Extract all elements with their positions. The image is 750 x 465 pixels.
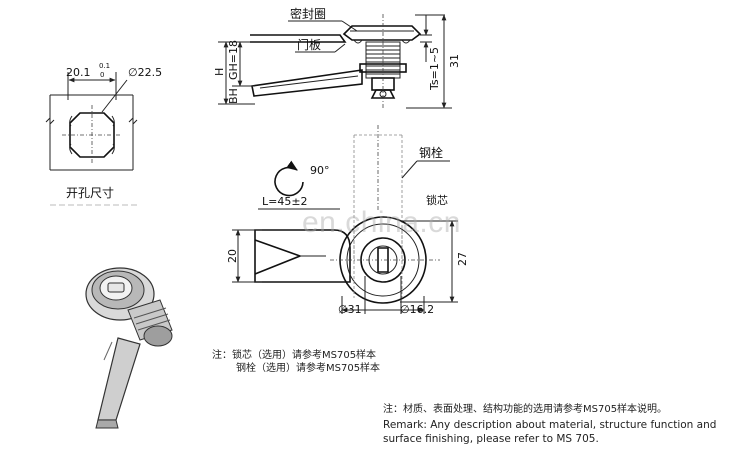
watermark-text: en.china.cn	[302, 206, 461, 239]
remark-chinese: 注：材质、表面处理、结构功能的选用请参考MS705样本说明。	[383, 404, 668, 415]
cam-arm	[251, 69, 363, 97]
cutout-tol-lower: 0	[100, 71, 104, 79]
cam-front	[254, 229, 351, 283]
dim-dia31: ∅31	[338, 303, 362, 316]
door-panel-label: 门板	[297, 37, 321, 52]
side-elevation: 密封圈 门板 H GH=18 BH	[213, 6, 461, 109]
dim-l: L=45±2	[262, 195, 308, 208]
note-steel-bolt: 钢栓（选用）请参考MS705样本	[236, 363, 381, 374]
front-view: 20 27 ∅31 ∅16.2	[226, 216, 469, 316]
dim-20: 20	[226, 249, 239, 263]
product-3d	[85, 267, 173, 429]
dim-27: 27	[456, 252, 469, 266]
dim-31-vertical: 31	[448, 54, 461, 68]
bolt-view: 钢栓 锁芯 90° L=45±2	[258, 125, 450, 262]
note-lock-core: 注：锁芯（选用）请参考MS705样本	[212, 350, 377, 361]
cutout-shape	[69, 112, 115, 158]
cutout-view: 20.1 0.1 0 ∅22.5 开孔尺寸	[45, 62, 162, 206]
cutout-size-label: 开孔尺寸	[66, 186, 114, 200]
dim-gh: GH=18	[227, 40, 240, 80]
steel-bolt-label: 钢栓	[419, 145, 443, 160]
lock-core-label: 锁芯	[426, 193, 448, 207]
dim-bh: BH	[227, 88, 240, 104]
cutout-width-dim: 20.1	[66, 66, 91, 79]
cutout-tol-upper: 0.1	[99, 62, 110, 70]
dim-h: H	[213, 68, 226, 76]
cutout-diameter-dim: ∅22.5	[128, 66, 162, 79]
rotation-angle-label: 90°	[310, 164, 330, 177]
remark-english-line1: Remark: Any description about material, …	[383, 419, 717, 431]
rotation-arrow	[274, 160, 304, 197]
seal-ring-label: 密封圈	[290, 6, 326, 21]
lock-bezel	[342, 25, 422, 41]
remark-english-line2: surface finishing, please refer to MS 70…	[383, 433, 599, 445]
dim-ts: Ts=1~5	[428, 47, 441, 91]
dim-dia16: ∅16.2	[400, 303, 434, 316]
